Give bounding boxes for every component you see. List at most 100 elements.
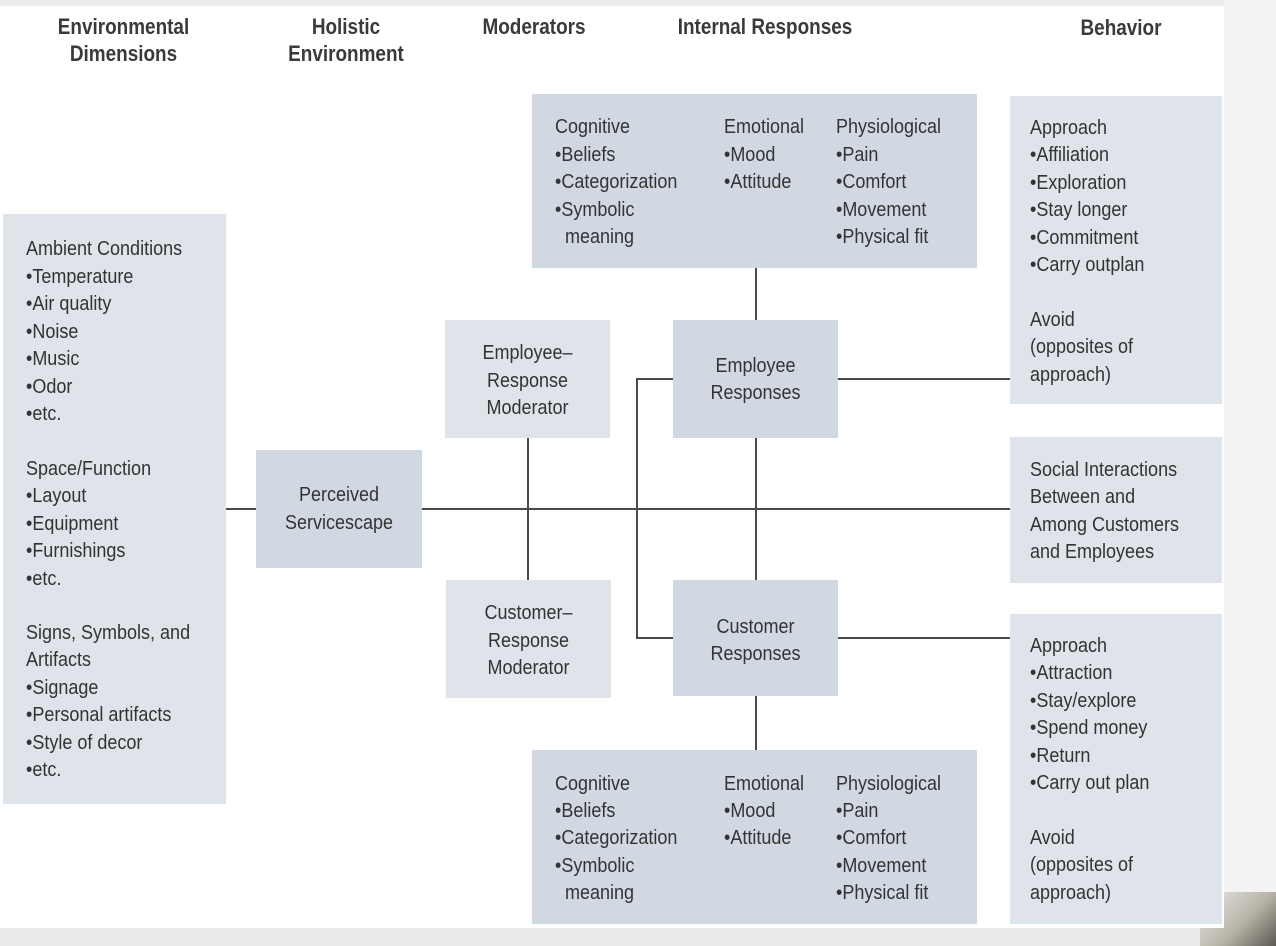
header-line: Environmental <box>57 14 190 39</box>
connector-main-horizontal <box>226 508 1012 510</box>
emotional-item: Attitude <box>724 825 791 853</box>
physiological-item: Physical fit <box>836 224 928 252</box>
physiological-title: Physiological <box>836 116 942 138</box>
social-interactions-box: Social Interactions Between and Among Cu… <box>1010 437 1222 583</box>
space-function-title: Space/Function <box>26 458 152 480</box>
space-item: Equipment <box>26 511 118 539</box>
social-interactions-line: and Employees <box>1030 541 1155 563</box>
approach-item: Attraction <box>1030 660 1112 688</box>
space-item: Furnishings <box>26 538 125 566</box>
customer-moderator-line: Response <box>487 630 570 652</box>
connector-top-to-employee <box>755 268 757 320</box>
connector-employee-to-customer <box>755 438 757 582</box>
avoid-line: Avoid <box>1030 309 1075 331</box>
signs-title-line: Signs, Symbols, and <box>26 622 191 644</box>
connector-cross-vertical <box>636 378 638 638</box>
connector-customer-to-behavior <box>836 637 1012 639</box>
physiological-item: Physical fit <box>836 880 928 908</box>
header-internal-responses: Internal Responses <box>677 14 853 39</box>
avoid-line: approach) <box>1030 364 1112 386</box>
ambient-item: Temperature <box>26 264 133 292</box>
employee-moderator-line: Moderator <box>486 397 569 419</box>
perceived-servicescape-box: Perceived Servicescape <box>256 450 422 568</box>
approach-title: Approach <box>1030 635 1108 657</box>
header-line: Holistic <box>311 14 381 39</box>
social-interactions-line: Among Customers <box>1030 514 1180 536</box>
physiological-item: Movement <box>836 197 926 225</box>
perceived-servicescape-line: Servicescape <box>284 512 394 534</box>
cognitive-item-continued: meaning <box>565 226 635 248</box>
approach-item: Return <box>1030 743 1090 771</box>
avoid-line: Avoid <box>1030 827 1075 849</box>
header-behavior: Behavior <box>1080 15 1162 40</box>
emotional-title: Emotional <box>724 773 805 795</box>
employee-behavior-box: Approach Affiliation Exploration Stay lo… <box>1010 96 1222 404</box>
emotional-item: Mood <box>724 798 775 826</box>
servicescape-diagram: Environmental Dimensions Holistic Enviro… <box>0 6 1224 928</box>
cognitive-item: Beliefs <box>555 142 615 170</box>
connector-customer-left <box>636 637 674 639</box>
customer-moderator-line: Moderator <box>487 657 570 679</box>
internal-responses-bottom-box: Cognitive Beliefs Categorization Symboli… <box>532 750 977 924</box>
internal-responses-top-box: Cognitive Beliefs Categorization Symboli… <box>532 94 977 268</box>
employee-response-moderator-box: Employee– Response Moderator <box>445 320 610 438</box>
ambient-item: Odor <box>26 374 72 402</box>
physiological-item: Movement <box>836 853 926 881</box>
approach-item: Carry out plan <box>1030 770 1149 798</box>
header-environmental-dimensions: Environmental Dimensions <box>48 13 199 67</box>
social-interactions-line: Social Interactions <box>1030 459 1178 481</box>
cognitive-item: Categorization <box>555 825 677 853</box>
customer-responses-line: Responses <box>710 643 801 665</box>
connector-customer-to-bottom <box>755 696 757 750</box>
employee-responses-box: Employee Responses <box>673 320 838 438</box>
header-holistic-environment: Holistic Environment <box>277 13 415 67</box>
cognitive-title: Cognitive <box>555 116 631 138</box>
physiological-title: Physiological <box>836 773 942 795</box>
space-item: etc. <box>26 566 61 594</box>
employee-responses-line: Employee <box>715 355 796 377</box>
header-line: Environment <box>288 41 404 66</box>
cognitive-item: Symbolic <box>555 197 634 225</box>
avoid-line: (opposites of <box>1030 854 1134 876</box>
customer-responses-line: Customer <box>716 616 795 638</box>
customer-moderator-line: Customer– <box>484 602 573 624</box>
customer-response-moderator-box: Customer– Response Moderator <box>446 580 611 698</box>
physiological-item: Pain <box>836 798 878 826</box>
approach-item: Commitment <box>1030 225 1138 253</box>
physiological-item: Comfort <box>836 169 906 197</box>
physiological-item: Pain <box>836 142 878 170</box>
header-moderators: Moderators <box>482 14 586 39</box>
cognitive-item: Beliefs <box>555 798 615 826</box>
approach-item: Carry outplan <box>1030 252 1144 280</box>
approach-title: Approach <box>1030 117 1108 139</box>
ambient-item: Noise <box>26 319 78 347</box>
right-margin-strip <box>1224 0 1276 946</box>
space-item: Layout <box>26 483 86 511</box>
perceived-servicescape-line: Perceived <box>298 484 380 506</box>
signs-item: Style of decor <box>26 730 142 758</box>
connector-employee-to-behavior <box>836 378 1012 380</box>
signs-title-line: Artifacts <box>26 649 92 671</box>
environmental-dimensions-box: Ambient Conditions Temperature Air quali… <box>3 214 226 804</box>
cognitive-title: Cognitive <box>555 773 631 795</box>
employee-moderator-line: Response <box>486 370 569 392</box>
approach-item: Stay/explore <box>1030 688 1136 716</box>
header-line: Dimensions <box>69 41 178 66</box>
cognitive-item: Categorization <box>555 169 677 197</box>
ambient-item: etc. <box>26 401 61 429</box>
signs-item: etc. <box>26 757 61 785</box>
physiological-item: Comfort <box>836 825 906 853</box>
connector-moderators-vertical <box>527 438 529 586</box>
signs-item: Personal artifacts <box>26 702 171 730</box>
cognitive-item: Symbolic <box>555 853 634 881</box>
emotional-item: Attitude <box>724 169 791 197</box>
approach-item: Exploration <box>1030 170 1126 198</box>
avoid-line: (opposites of <box>1030 336 1134 358</box>
connector-employee-left <box>636 378 674 380</box>
approach-item: Stay longer <box>1030 197 1127 225</box>
customer-responses-box: Customer Responses <box>673 580 838 696</box>
emotional-item: Mood <box>724 142 775 170</box>
employee-responses-line: Responses <box>710 382 801 404</box>
employee-moderator-line: Employee– <box>482 342 573 364</box>
approach-item: Spend money <box>1030 715 1147 743</box>
